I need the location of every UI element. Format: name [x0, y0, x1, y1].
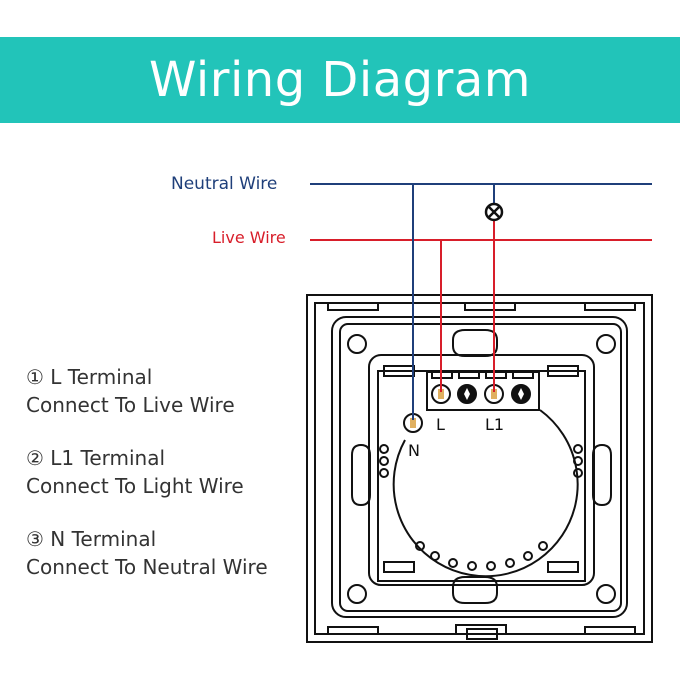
legend-desc: Connect To Neutral Wire: [26, 555, 268, 579]
legend-item-l: ① L Terminal Connect To Live Wire: [26, 363, 268, 419]
side-bump: [379, 456, 389, 466]
mounting-plate-inner: [339, 323, 622, 612]
frame-clip: [327, 626, 379, 635]
terminal-label-l1: L1: [485, 415, 504, 434]
terminal-label-l: L: [436, 415, 445, 434]
mounting-slot: [452, 576, 498, 604]
bottom-bump: [415, 541, 425, 551]
bottom-bump: [505, 558, 515, 568]
wire-end: [491, 389, 497, 399]
frame-clip: [455, 624, 507, 635]
lamp-icon: [484, 202, 504, 222]
frame-clip: [584, 626, 636, 635]
legend-desc: Connect To Light Wire: [26, 474, 244, 498]
mechanism-ring: [392, 409, 579, 578]
legend-item-l1: ② L1 Terminal Connect To Light Wire: [26, 444, 268, 500]
terminal-tab: [512, 371, 534, 379]
bottom-bump: [486, 561, 496, 571]
frame-clip: [327, 302, 379, 311]
side-bump: [379, 468, 389, 478]
switch-outer-frame: [306, 294, 653, 643]
frame-clip: [584, 302, 636, 311]
live-wire-label: Live Wire: [212, 228, 286, 247]
frame-clip: [466, 628, 498, 640]
frame-clip: [464, 302, 516, 311]
legend-title: ① L Terminal: [26, 365, 153, 389]
module-body-inner: [377, 370, 586, 582]
legend-title: ② L1 Terminal: [26, 446, 166, 470]
bottom-bump: [448, 558, 458, 568]
mounting-slot: [452, 329, 498, 357]
latch: [383, 561, 415, 573]
side-bump: [573, 456, 583, 466]
terminal-label-n: N: [408, 441, 420, 460]
bottom-bump: [430, 551, 440, 561]
latch: [547, 561, 579, 573]
wire-end: [438, 389, 444, 399]
screw-hole: [347, 584, 367, 604]
bottom-bump: [523, 551, 533, 561]
legend-title: ③ N Terminal: [26, 527, 157, 551]
screw-hole: [347, 334, 367, 354]
module-body-outer: [368, 354, 595, 586]
screw-slot: [464, 388, 470, 400]
page-title: Wiring Diagram: [148, 52, 532, 108]
latch: [547, 365, 579, 377]
mounting-slot: [351, 443, 371, 507]
mounting-plate-outer: [331, 316, 628, 618]
terminal-tab: [458, 371, 480, 379]
neutral-wire-label: Neutral Wire: [171, 174, 278, 194]
screw-slot: [518, 388, 524, 400]
legend-desc: Connect To Live Wire: [26, 393, 235, 417]
wire-end: [410, 418, 416, 428]
bottom-bump: [538, 541, 548, 551]
header-banner: Wiring Diagram: [0, 37, 680, 123]
legend-item-n: ③ N Terminal Connect To Neutral Wire: [26, 525, 268, 581]
side-bump: [573, 468, 583, 478]
mounting-slot: [592, 443, 612, 507]
screw-hole: [596, 584, 616, 604]
screw-hole: [596, 334, 616, 354]
bottom-bump: [467, 561, 477, 571]
side-bump: [379, 444, 389, 454]
terminal-tab: [485, 371, 507, 379]
terminal-legend: ① L Terminal Connect To Live Wire ② L1 T…: [26, 363, 268, 606]
side-bump: [573, 444, 583, 454]
terminal-block: [426, 371, 540, 411]
